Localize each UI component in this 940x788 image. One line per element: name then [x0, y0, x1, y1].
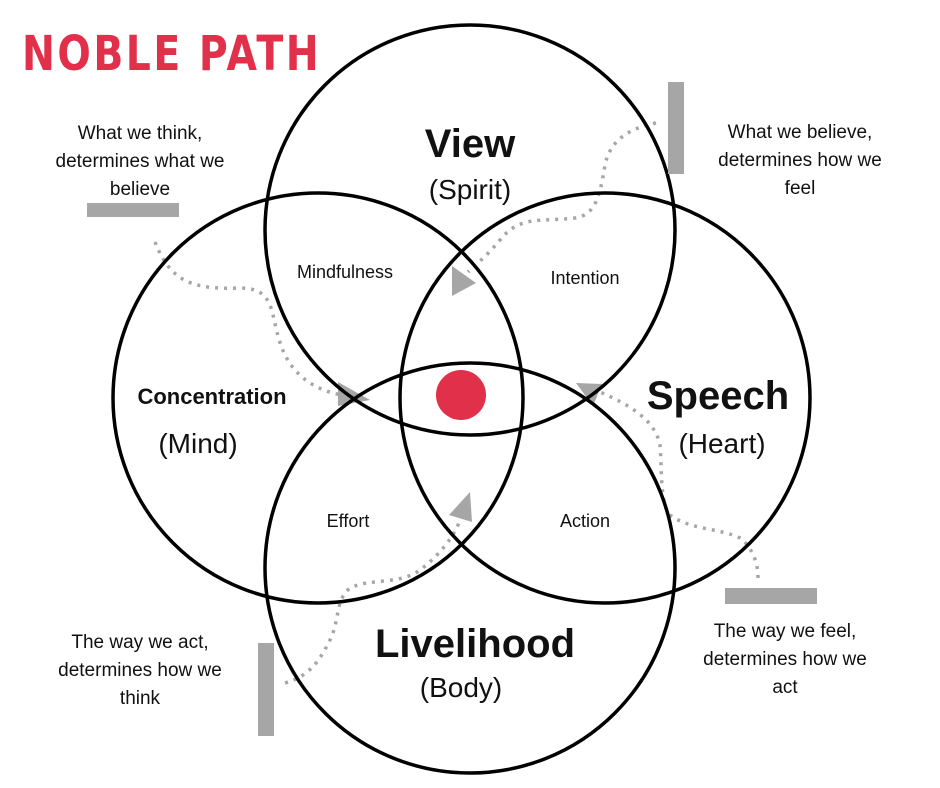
connector-bottom-left	[284, 519, 462, 685]
highlight-bar-bottom-right	[725, 588, 817, 604]
note-line: determines how we	[703, 649, 867, 670]
circle-view	[263, 23, 677, 437]
arrow-top-left-icon	[338, 382, 370, 406]
note-top-left: What we think, determines what we believ…	[20, 120, 260, 204]
view-label: View	[424, 122, 516, 166]
overlap-effort: Effort	[326, 511, 370, 531]
note-line: What we think,	[77, 123, 203, 144]
concentration-sublabel: (Mind)	[158, 428, 238, 459]
note-bottom-right: The way we feel, determines how we act	[675, 618, 895, 702]
circle-concentration	[111, 191, 525, 605]
circle-livelihood	[263, 361, 677, 775]
center-dot	[436, 370, 486, 420]
view-sublabel: (Spirit)	[428, 174, 512, 205]
highlight-bar-top-left	[87, 203, 179, 217]
note-line: The way we feel,	[713, 621, 857, 642]
note-line: feel	[784, 178, 816, 199]
connector-top-left	[153, 241, 353, 398]
note-line: What we believe,	[727, 122, 873, 143]
note-top-right: What we believe, determines how we feel	[690, 119, 910, 203]
connector-bottom-right	[599, 390, 760, 579]
overlap-action: Action	[559, 511, 611, 531]
connector-top-right	[466, 121, 657, 274]
note-line: believe	[109, 179, 171, 200]
overlap-intention: Intention	[550, 268, 620, 288]
highlight-bar-top-right	[668, 82, 684, 174]
concentration-label: Concentration	[137, 384, 287, 409]
livelihood-sublabel: (Body)	[419, 672, 503, 703]
note-line: determines what we	[55, 151, 225, 172]
speech-label: Speech	[646, 374, 790, 418]
note-line: act	[772, 677, 798, 698]
page-title: NOBLE PATH	[22, 26, 322, 82]
arrow-bottom-left-icon	[449, 492, 472, 522]
note-bottom-left: The way we act, determines how we think	[30, 629, 250, 713]
speech-sublabel: (Heart)	[678, 428, 766, 459]
circle-speech	[398, 191, 812, 605]
livelihood-label: Livelihood	[375, 622, 575, 666]
arrow-top-right-icon	[452, 266, 476, 296]
note-line: determines how we	[718, 150, 882, 171]
note-line: The way we act,	[71, 632, 209, 653]
overlap-mindfulness: Mindfulness	[296, 262, 394, 282]
note-line: determines how we	[58, 660, 222, 681]
arrow-bottom-right-icon	[576, 383, 602, 406]
note-line: think	[119, 688, 161, 709]
highlight-bar-bottom-left	[258, 643, 274, 736]
